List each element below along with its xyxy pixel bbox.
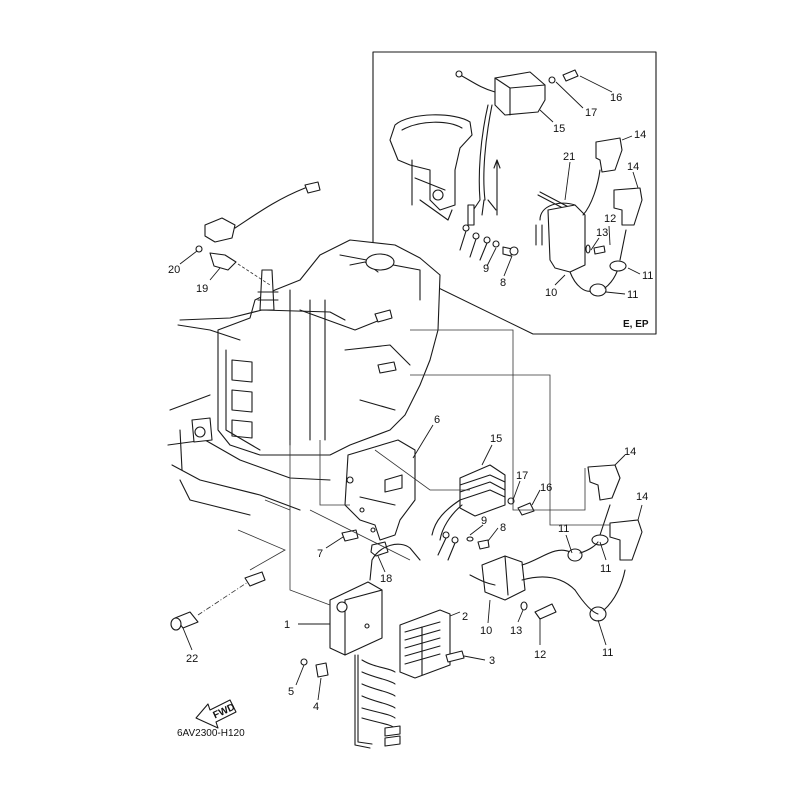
inset-plug-cap-14a: [595, 137, 623, 173]
inset-grommet-11a: [609, 260, 627, 272]
screw-3: [445, 650, 465, 663]
inset-wire-connectors: [467, 159, 501, 226]
callout-22: 22: [186, 653, 198, 665]
inset-callout-14b: 14: [627, 161, 639, 173]
fwd-arrow-icon: [195, 699, 237, 729]
callout-11a: 11: [558, 523, 569, 535]
bolt-7: [341, 529, 359, 542]
bolt-16: [517, 502, 535, 516]
callout-8: 8: [500, 522, 506, 534]
washer-13: [520, 601, 528, 611]
rectifier-regulator-15: [431, 464, 506, 541]
washer-5: [300, 658, 308, 666]
callout-19: 19: [196, 283, 208, 295]
inset-washer-17: [548, 76, 556, 84]
callout-9: 9: [481, 515, 487, 527]
wire-harness: [354, 654, 401, 749]
callout-11b: 11: [600, 563, 611, 575]
callout-5: 5: [288, 686, 294, 698]
inset-callout-12: 12: [604, 213, 616, 225]
inset-ignition-coil: [535, 137, 643, 297]
callout-3: 3: [489, 655, 495, 667]
fwd-arrow: FWD: [195, 699, 237, 729]
plug-cap-14a: [587, 464, 621, 501]
mounting-plate-6: [344, 439, 416, 541]
inset-washer-13: [585, 244, 591, 254]
grommet-11a: [567, 548, 583, 562]
terminal-block-2: [399, 609, 451, 679]
callout-14a: 14: [624, 446, 636, 458]
screw-8: [477, 539, 490, 550]
oil-pressure-switch-19: [209, 252, 237, 271]
callout-17: 17: [516, 470, 528, 482]
inset-grommet-11b: [589, 283, 607, 297]
bolt-12: [534, 603, 557, 620]
inset-callout-16: 16: [610, 92, 622, 104]
diagram-code: 6AV2300-H120: [177, 728, 245, 739]
inset-callout-11a: 11: [642, 270, 653, 282]
washer-9: [466, 536, 474, 542]
inset-callout-9: 9: [483, 263, 489, 275]
inset-plug-cap-14b: [613, 187, 643, 226]
callout-12: 12: [534, 649, 546, 661]
spark-plug: [259, 269, 275, 311]
inset-leaders: [486, 75, 641, 295]
bolt-4: [315, 662, 329, 678]
callout-13: 13: [510, 625, 522, 637]
terminal-screws: [437, 531, 490, 561]
grommet-20: [195, 245, 203, 253]
callout-14b: 14: [636, 491, 648, 503]
temperature-sensor-group: 20 19: [168, 181, 321, 295]
callout-7: 7: [317, 548, 323, 560]
inset-bolt-12: [593, 245, 606, 255]
inset-panel: E, EP: [372, 51, 657, 335]
inset-callout-11b: 11: [627, 289, 638, 301]
inset-callout-17: 17: [585, 107, 597, 119]
callout-18: 18: [380, 573, 392, 585]
inset-terminals: [459, 224, 519, 261]
plug-cap-14b: [609, 519, 643, 561]
callout-4: 4: [313, 701, 319, 713]
sensor-22: [170, 571, 266, 631]
inset-screw-8: [502, 246, 513, 257]
inset-callout-15: 15: [553, 123, 565, 135]
cdi-unit-1: [329, 543, 421, 656]
callout-10: 10: [480, 625, 492, 637]
inset-callout-8: 8: [500, 277, 506, 289]
callout-6: 6: [434, 414, 440, 426]
grommet-11b: [591, 534, 609, 546]
inset-callout-21: 21: [563, 151, 575, 163]
reference-lines: [237, 329, 610, 606]
inset-callout-10: 10: [545, 287, 557, 299]
washer-17: [507, 497, 515, 505]
inset-border: [372, 51, 657, 335]
callout-20: 20: [168, 264, 180, 276]
callout-1: 1: [284, 619, 290, 631]
inset-magneto-base: [389, 114, 473, 221]
callout-11c: 11: [602, 647, 613, 659]
callout-2: 2: [462, 611, 468, 623]
engine-block: [167, 239, 441, 516]
thermo-switch-20: [204, 217, 236, 243]
inset-callout-13: 13: [596, 227, 608, 239]
callout-15: 15: [490, 433, 502, 445]
inset-bolt-16: [562, 69, 579, 82]
inset-callout-14a: 14: [634, 129, 646, 141]
inset-variant-label: E, EP: [623, 319, 649, 330]
callout-leaders: [182, 424, 643, 701]
ignition-coil-10: [469, 464, 643, 622]
damper-18: [370, 541, 389, 557]
inset-washer-9: [492, 240, 500, 248]
callout-16: 16: [540, 482, 552, 494]
inset-rectifier: [455, 70, 546, 201]
